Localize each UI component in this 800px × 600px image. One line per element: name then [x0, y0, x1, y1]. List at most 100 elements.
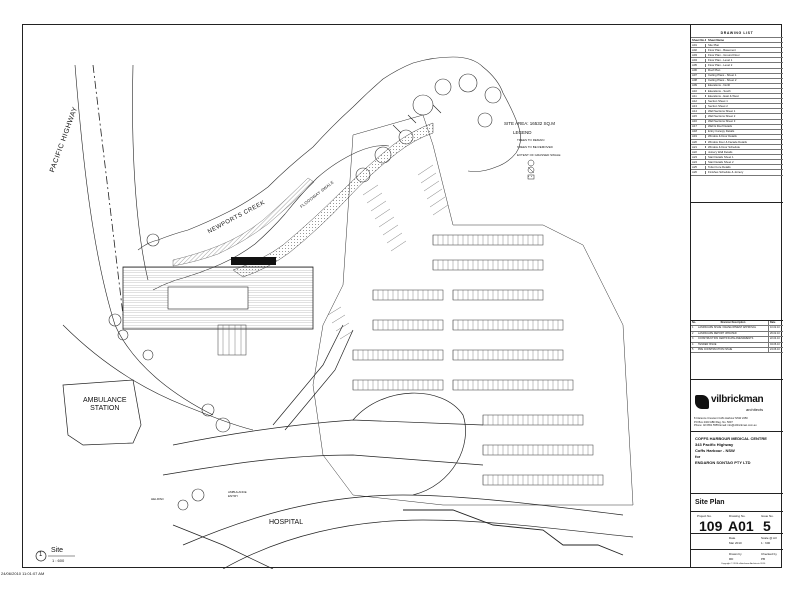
- drawing-list-sheet-name: Site Plan: [708, 42, 720, 47]
- drawn-value: RD: [729, 557, 734, 561]
- address-line-2: PO Box 2323 ABN Reg. No. 5607: [694, 420, 733, 424]
- drawing-list-sheet-no: A01: [691, 43, 706, 47]
- drawing-sheet: PACIFIC HIGHWAY NEWPORTS CREEK FLOODWAY …: [1, 24, 783, 576]
- drawing-list-sheet-no: A21: [691, 145, 706, 149]
- drawing-list-sheet-no: A05: [691, 64, 706, 67]
- drawing-list-sheet-name: Wall Sections Sheet 3: [708, 119, 736, 124]
- project-line-2: 343 Pacific Highway: [695, 442, 734, 447]
- plot-timestamp: 24/06/2010 11:01:07 AM: [1, 571, 45, 576]
- drawn-label: Drawn by: [729, 552, 742, 556]
- drawing-list-sheet-no: A25: [691, 166, 706, 169]
- legend-title: LEGEND: [513, 130, 532, 135]
- project-line-1: COFFS HARBOUR MEDICAL CENTRE: [695, 436, 767, 441]
- access-roads: [162, 324, 634, 569]
- drawing-list-sheet-no: A04: [691, 59, 706, 62]
- hospital-label: HOSPITAL: [269, 519, 304, 526]
- issue-no-label: Issue No.: [761, 514, 774, 518]
- revision-no: 4: [692, 342, 694, 346]
- revision-description: LANDSCAPE ISSUE / DEVELOPMENT APPROVAL: [698, 326, 757, 330]
- project-no: 109: [699, 518, 723, 534]
- ambulance-entry-line-1: AMBULANCE: [228, 490, 247, 494]
- revision-description: LANDSCAPE REPORT UPDATED: [698, 331, 737, 335]
- project-line-3: Coffs Harbour - NSW: [695, 448, 735, 453]
- firm-logo: [695, 395, 709, 409]
- drawing-list-sheet-name: Wall Sections Sheet 1: [708, 108, 736, 113]
- ambulance-station-line-2: STATION: [90, 405, 120, 412]
- site-tag-number: 1: [39, 552, 43, 558]
- project-line-5: ENDARON SONTAG PTY LTD: [695, 460, 751, 465]
- sheet-number-block: Project No. 109 Drawing No. A01 Issue No…: [691, 512, 783, 534]
- revision-date: 24.06.10: [768, 347, 783, 353]
- drawing-list-sheet-name: Section Sheet 1: [708, 98, 728, 103]
- drawing-list-sheet-name: Window Door & Facade Details: [708, 139, 747, 144]
- parking-bay-rows: [352, 234, 604, 486]
- sheet-title-block: Site Plan: [691, 494, 783, 512]
- hospital-outline: [172, 524, 274, 569]
- hospital-wall: [403, 509, 624, 556]
- drawing-list-sheet-name: Ceiling Plans - Sheet 1: [708, 73, 737, 78]
- project-no-label: Project No.: [697, 514, 712, 518]
- drawing-list-sheet-no: A17: [691, 125, 706, 129]
- checked-label: Checked by: [761, 552, 777, 556]
- scale-label: Scale @ A3: [761, 536, 777, 540]
- firm-address: 8 Clarence Crescent Coffs Harbour NSW 24…: [694, 417, 756, 428]
- drawing-list-sheet-name: Stair Details Sheet 1: [708, 154, 734, 159]
- drawing-list-sheet-no: A20: [691, 140, 706, 144]
- drawing-no-label: Drawing No.: [729, 514, 746, 518]
- date-scale-block: Date Mar 2010 Scale @ A3 1 : 600: [691, 534, 783, 550]
- drawing-list-sheet-name: Ceiling Plans - Sheet 2: [708, 78, 737, 83]
- drawing-list-sheet-no: A15: [691, 115, 706, 118]
- drawing-list-sheet-name: Finishes Schedule & Joinery: [708, 170, 744, 175]
- drawing-list-sheet-no: A08: [691, 79, 706, 83]
- sheet-title: Site Plan: [695, 499, 725, 506]
- pacific-highway-lines: [62, 64, 254, 431]
- carpark: [312, 114, 634, 506]
- drawing-list-sheet-name: Stair Details Sheet 2: [708, 159, 734, 164]
- drawing-list-sheet-name: Joinery Wall Details: [708, 149, 733, 154]
- drawing-list-sheet-no: A13: [691, 105, 706, 108]
- ambulance-station-outline: [62, 379, 142, 446]
- drawing-list-sheet-no: A18: [691, 130, 706, 134]
- legend-item-swale: EXTENT OF GRASSED SWALE: [517, 153, 561, 157]
- drawing-list-sheet-no: A10: [691, 89, 706, 93]
- address-line-3: Phone: 02 6651 5555 Email: info@vilbrick…: [694, 424, 757, 428]
- legend-symbols: [527, 159, 535, 180]
- revision-description: CONSTRUCTION CERTIFICATE AMENDMENTS: [698, 337, 754, 341]
- drawing-list-sheet-name: Window & Door Schedule: [708, 144, 740, 149]
- drawing-list-sheet-name: Elevations - South: [708, 88, 731, 93]
- drawing-list-sheet-name: Elevations - North: [708, 83, 731, 88]
- revision-no: 3: [692, 337, 694, 341]
- drawing-list-sheet-name: Roof Plan: [708, 68, 721, 73]
- revision-no: 1: [692, 326, 694, 330]
- revision-header: No. Revision Description Date: [691, 321, 783, 327]
- legend-item-trees-removed: TREES TO BE REMOVED: [517, 145, 553, 149]
- drawing-list-header: Sheet No. Sheet Name: [691, 37, 783, 44]
- legend-item-trees-remain: TREES TO REMAIN: [517, 138, 545, 142]
- copyright: Copyright © 2010 vilbrickman Architects …: [721, 563, 766, 565]
- revision-date: 04.06.10: [768, 342, 783, 347]
- ambulance-station-label: AMBULANCE STATION: [83, 397, 127, 413]
- project-line-4: for: [695, 454, 701, 459]
- issue-no: 5: [763, 518, 771, 534]
- drawing-list-sheet-name: Wall Sections Sheet 2: [708, 114, 736, 119]
